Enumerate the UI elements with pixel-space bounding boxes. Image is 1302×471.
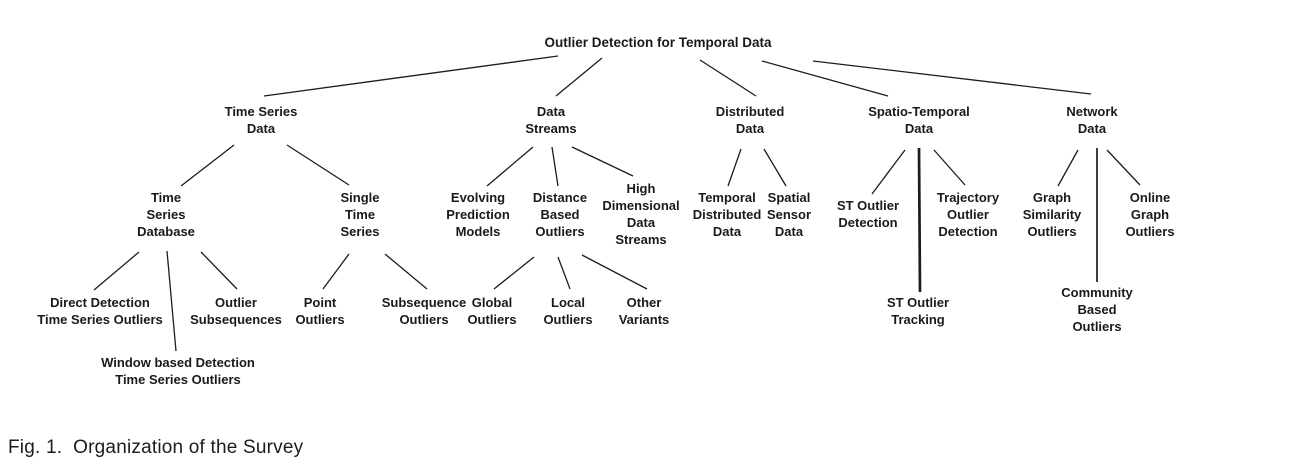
tree-edge: [727, 148, 742, 187]
node-subsequence-outliers: Subsequence Outliers: [381, 295, 467, 327]
node-network-data: Network Data: [1066, 104, 1118, 136]
node-data-streams: Data Streams: [525, 104, 577, 136]
tree-edge: [812, 60, 1092, 95]
node-time-series-data: Time Series Data: [224, 104, 298, 136]
node-other-variants: Other Variants: [618, 295, 670, 327]
tree-edge: [933, 149, 966, 186]
node-outlier-subsequences: Outlier Subsequences: [190, 295, 282, 327]
node-local-outliers: Local Outliers: [543, 295, 593, 327]
node-time-series-database: Time Series Database: [137, 190, 195, 239]
tree-edge: [581, 254, 648, 290]
node-single-time-series: Single Time Series: [340, 190, 380, 239]
tree-edge: [93, 251, 140, 291]
tree-edge: [200, 251, 238, 290]
tree-edge: [1057, 149, 1079, 187]
tree-edge: [917, 147, 922, 293]
tree-edge: [571, 146, 634, 177]
tree-edge: [763, 148, 787, 187]
node-direct-detection-time-series-outliers: Direct Detection Time Series Outliers: [37, 295, 163, 327]
node-outlier-detection-for-temporal-data: Outlier Detection for Temporal Data: [544, 35, 772, 50]
node-graph-similarity-outliers: Graph Similarity Outliers: [1022, 190, 1082, 239]
tree-edge: [761, 60, 889, 97]
node-trajectory-outlier-detection: Trajectory Outlier Detection: [936, 190, 1000, 239]
node-global-outliers: Global Outliers: [467, 295, 517, 327]
node-temporal-distributed-data: Temporal Distributed Data: [692, 190, 762, 239]
figure-caption: Fig. 1. Organization of the Survey: [8, 437, 304, 458]
tree-edge: [286, 144, 350, 186]
tree-edge: [871, 149, 906, 195]
node-online-graph-outliers: Online Graph Outliers: [1125, 190, 1175, 239]
node-st-outlier-tracking: ST Outlier Tracking: [886, 295, 950, 327]
tree-edge: [180, 144, 235, 187]
tree-edge: [551, 146, 559, 187]
tree-edge: [384, 253, 428, 290]
tree-edge: [486, 146, 534, 187]
node-community-based-outliers: Community Based Outliers: [1061, 285, 1133, 334]
node-st-outlier-detection: ST Outlier Detection: [836, 198, 900, 230]
node-evolving-prediction-models: Evolving Prediction Models: [446, 190, 510, 239]
tree-edge: [555, 57, 603, 97]
tree-edge: [322, 253, 350, 290]
tree-edge: [557, 256, 571, 290]
node-window-based-detection-time-series-outliers: Window based Detection Time Series Outli…: [101, 355, 255, 387]
node-spatial-sensor-data: Spatial Sensor Data: [766, 190, 812, 239]
tree-edge: [493, 256, 535, 290]
tree-edge: [699, 59, 757, 97]
node-distance-based-outliers: Distance Based Outliers: [532, 190, 588, 239]
node-high-dimensional-data-streams: High Dimensional Data Streams: [602, 181, 680, 247]
tree-edge: [166, 250, 177, 352]
tree-edge: [263, 55, 559, 97]
node-spatio-temporal-data: Spatio-Temporal Data: [868, 104, 970, 136]
node-distributed-data: Distributed Data: [715, 104, 785, 136]
tree-edge: [1106, 149, 1141, 186]
node-point-outliers: Point Outliers: [295, 295, 345, 327]
